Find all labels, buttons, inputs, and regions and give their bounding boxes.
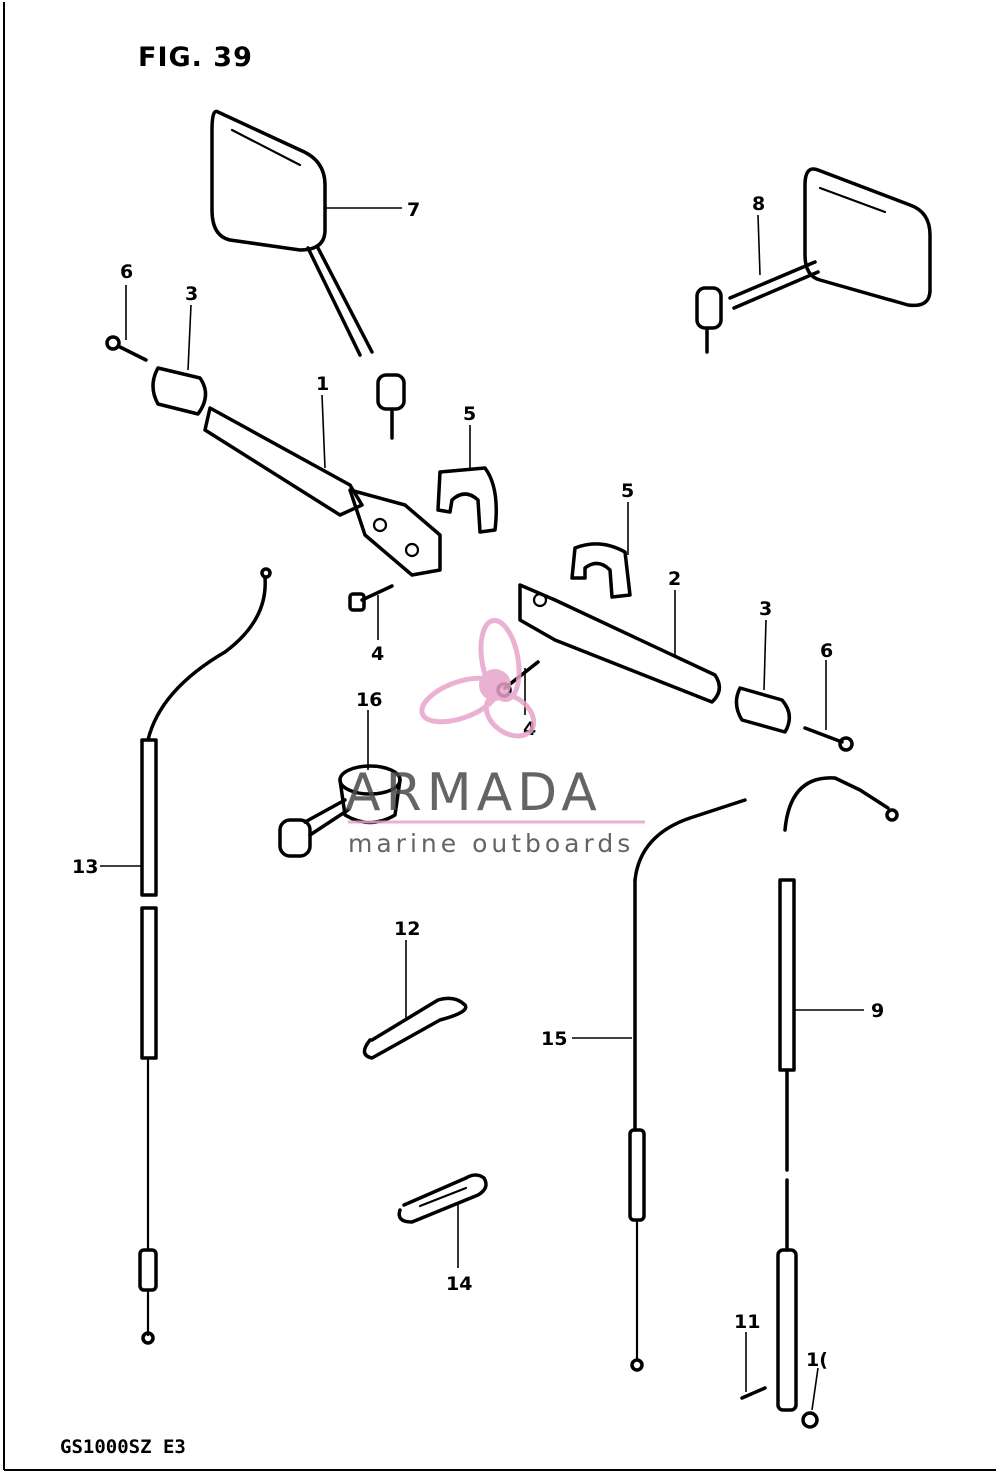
model-code: GS1000SZ E3: [60, 1436, 186, 1458]
callout-13: 13: [72, 856, 98, 878]
callout-15: 15: [541, 1028, 567, 1050]
watermark: ARMADA marine outboards: [345, 617, 645, 858]
callout-4a: 6: [120, 261, 133, 283]
mirror-left: [210, 109, 406, 440]
cable-13: [138, 567, 272, 1345]
callout-9: 9: [871, 1000, 884, 1022]
callout-6a: 4: [371, 643, 384, 665]
callout-7: 7: [407, 199, 420, 221]
cable-9: [776, 776, 899, 1412]
fig-title: FIG. 39: [138, 42, 253, 73]
mirror-right: [695, 167, 932, 354]
callout-10: 1(: [806, 1349, 828, 1371]
watermark-tagline: marine outboards: [348, 829, 634, 858]
callout-3a: 3: [185, 283, 198, 305]
leader-lines: [100, 207, 864, 1411]
callout-1: 1: [316, 373, 329, 395]
callout-2: 2: [668, 568, 681, 590]
callout-12: 12: [394, 918, 420, 940]
clamp-bolt-left: [348, 584, 394, 612]
clamp-right: [570, 542, 632, 599]
callout-4b: 6: [820, 640, 833, 662]
callout-5a: 5: [463, 403, 476, 425]
callout-14: 14: [446, 1273, 472, 1295]
callout-8: 8: [752, 193, 765, 215]
grip-left: [151, 366, 208, 416]
clamp-left: [436, 466, 498, 534]
callout-16: 16: [356, 689, 382, 711]
handlebar-right: [518, 583, 722, 704]
grip-right: [734, 686, 792, 734]
bolt-right: [803, 726, 854, 752]
callout-11: 11: [734, 1311, 760, 1333]
watermark-brand: ARMADA: [345, 763, 602, 823]
callout-5b: 5: [621, 480, 634, 502]
clip-12: [362, 996, 468, 1060]
bolt-left: [105, 335, 148, 362]
callout-3b: 3: [759, 598, 772, 620]
cable-15: [628, 798, 747, 1372]
handlebar-left: [203, 406, 442, 577]
clamp-14: [397, 1173, 488, 1224]
nut-10: [801, 1411, 819, 1429]
callout-labels: 7 8 6 3 1 5 5 2 3 6 4 4 16 13 12 15 9 14…: [72, 193, 884, 1371]
pin-11: [740, 1386, 767, 1400]
propeller-icon: [419, 617, 537, 739]
